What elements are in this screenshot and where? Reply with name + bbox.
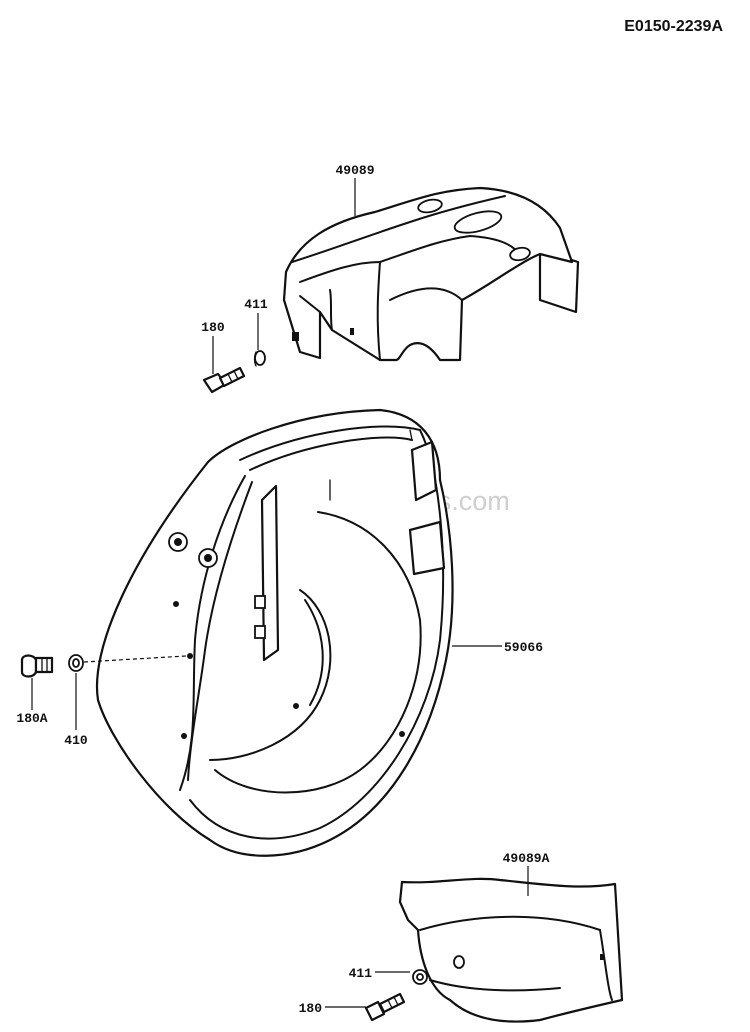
top-washer-part[interactable] (253, 350, 266, 367)
label-top-bolt: 180 (201, 320, 225, 335)
top-bolt-part[interactable] (202, 366, 246, 394)
bottom-cover-part[interactable] (398, 877, 624, 1023)
label-top-cover: 49089 (335, 163, 374, 178)
label-bottom-cover: 49089A (503, 851, 550, 866)
label-side-washer: 410 (64, 733, 88, 748)
bottom-bolt-part[interactable] (364, 992, 406, 1022)
label-bottom-washer: 411 (349, 966, 373, 981)
label-side-bolt: 180A (16, 711, 47, 726)
label-bottom-bolt: 180 (299, 1001, 323, 1016)
diagram-code: E0150-2239A (624, 18, 723, 35)
side-bolt-part[interactable] (20, 654, 54, 678)
side-washer-part[interactable] (68, 654, 84, 672)
label-top-washer: 411 (244, 297, 268, 312)
fan-housing-part[interactable] (95, 408, 454, 857)
top-cover-part[interactable] (282, 186, 580, 362)
bottom-washer-part[interactable] (412, 969, 428, 985)
label-housing: 59066 (504, 640, 543, 655)
